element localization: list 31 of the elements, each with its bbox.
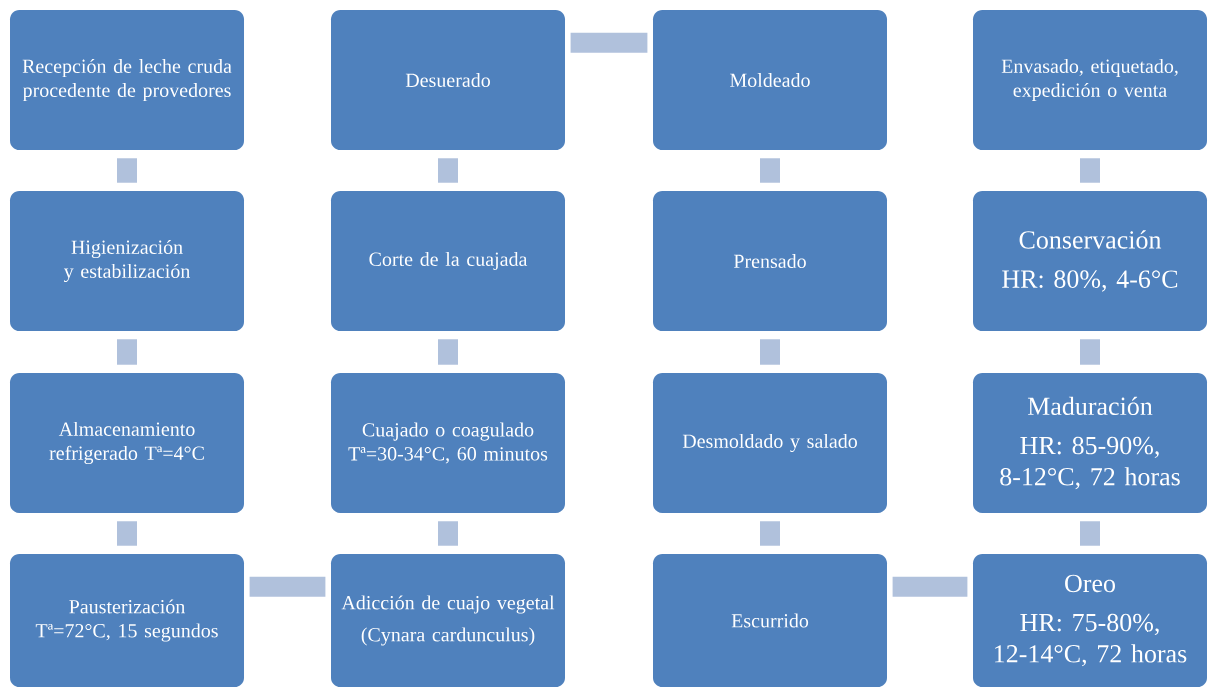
process-box: Prensado <box>653 191 887 331</box>
process-box: Almacenamiento refrigerado Tª=4°C <box>10 373 244 513</box>
connector-bar <box>249 576 326 597</box>
process-box: Escurrido <box>653 554 887 687</box>
connector-bar <box>1080 158 1100 183</box>
connector-bar <box>1080 339 1100 365</box>
connector-bar <box>117 521 137 546</box>
process-box: Maduración HR: 85-90%, 8-12°C, 72 horas <box>973 373 1207 513</box>
connector-bar <box>117 158 137 183</box>
connector-bar <box>438 158 458 183</box>
connector-bar <box>1080 521 1100 546</box>
connector-bar <box>760 521 780 546</box>
connector-bar <box>892 576 968 597</box>
process-box: Adicción de cuajo vegetal (Cynara cardunculus) <box>331 554 565 687</box>
process-box: Oreo HR: 75-80%, 12-14°C, 72 horas <box>973 554 1207 687</box>
connector-bar <box>760 158 780 183</box>
process-box: Desmoldado y salado <box>653 373 887 513</box>
process-box: Recepción de leche cruda procedente de provedores <box>10 10 244 150</box>
process-box: Desuerado <box>331 10 565 150</box>
connector-bar <box>438 339 458 365</box>
process-box: Pausterización Tª=72°C, 15 segundos <box>10 554 244 687</box>
process-box: Higienización y estabilización <box>10 191 244 331</box>
connector-bar <box>117 339 137 365</box>
process-box: Conservación HR: 80%, 4-6°C <box>973 191 1207 331</box>
process-box: Envasado, etiquetado, expedición o venta <box>973 10 1207 150</box>
connector-bar <box>438 521 458 546</box>
process-box: Cuajado o coagulado Tª=30-34°C, 60 minutos <box>331 373 565 513</box>
connector-bar <box>760 339 780 365</box>
process-box: Moldeado <box>653 10 887 150</box>
process-box: Corte de la cuajada <box>331 191 565 331</box>
connector-bar <box>570 32 648 53</box>
